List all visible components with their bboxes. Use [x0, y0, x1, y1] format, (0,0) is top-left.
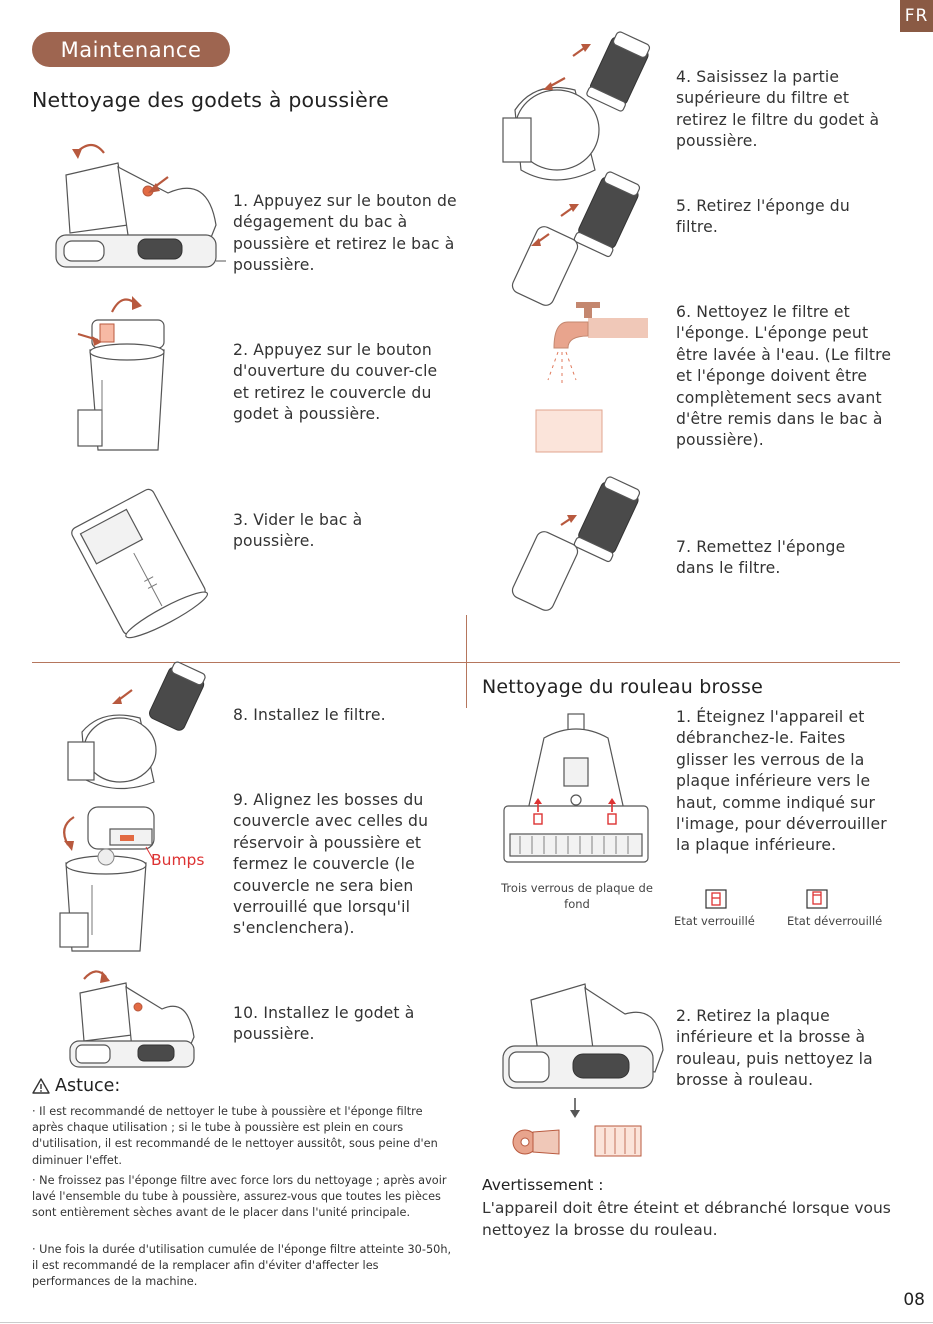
- brush-title: Nettoyage du rouleau brosse: [482, 676, 763, 698]
- bumps-label: Bumps: [151, 851, 205, 869]
- step-10-text: 10. Installez le godet à poussière.: [233, 1004, 415, 1044]
- step-5-text: 5. Retirez l'éponge du filtre.: [676, 197, 850, 237]
- step-4-text: 4. Saisissez la partie supérieure du fil…: [676, 68, 880, 151]
- step-8-text: 8. Installez le filtre.: [233, 706, 386, 724]
- bottom-rule: [0, 1322, 933, 1323]
- tip-item-3: · Une fois la durée d'utilisation cumulé…: [32, 1243, 452, 1289]
- dust-cup-title: Nettoyage des godets à poussière: [32, 88, 389, 112]
- maintenance-section-label: Maintenance: [32, 32, 230, 67]
- step-7-illustration: [511, 476, 641, 611]
- step-4-illustration: [502, 31, 651, 181]
- step-9-illustration: [59, 806, 155, 952]
- step-10-illustration: [69, 970, 195, 1068]
- step-7-text: 7. Remettez l'éponge dans le filtre.: [676, 538, 846, 578]
- locked-state-label: Etat verrouillé: [674, 914, 755, 928]
- brush-step-2-text: 2. Retirez la plaque inférieure et la br…: [676, 1007, 873, 1090]
- tip-item-1: · Il est recommandé de nettoyer le tube …: [32, 1105, 438, 1167]
- tip-header: Astuce:: [32, 1076, 120, 1096]
- step-2-illustration: [77, 296, 165, 451]
- step-6-illustration: [535, 302, 648, 453]
- tip-item-2: · Ne froissez pas l'éponge filtre avec f…: [32, 1174, 447, 1220]
- brush-roller-removal-illustration: [502, 983, 664, 1157]
- step-2-text: 2. Appuyez sur le bouton d'ouverture du …: [233, 341, 438, 424]
- step-3-illustration: [71, 488, 209, 639]
- page-number: 08: [903, 1290, 925, 1310]
- warning-text: L'appareil doit être éteint et débranché…: [482, 1199, 891, 1239]
- step-8-illustration: [67, 661, 206, 790]
- locked-state-icon: [705, 889, 727, 909]
- unlocked-state-label: Etat déverrouillé: [787, 914, 883, 928]
- unlocked-state-icon: [806, 889, 828, 909]
- language-tab: FR: [900, 0, 933, 32]
- step-1-illustration: [55, 143, 226, 268]
- warning-icon: [32, 1078, 50, 1094]
- step-5-illustration: [511, 171, 641, 306]
- tip-title: Astuce:: [55, 1076, 121, 1096]
- brush-caption: Trois verrous de plaque de fond: [501, 881, 653, 911]
- step-6-text: 6. Nettoyez le filtre et l'éponge. L'épo…: [676, 303, 892, 450]
- brush-head-bottom-illustration: [503, 713, 649, 863]
- step-9-text: 9. Alignez les bosses du couvercle avec …: [233, 791, 429, 938]
- brush-step-1-text: 1. Éteignez l'appareil et débranchez-le.…: [676, 708, 887, 855]
- step-3-text: 3. Vider le bac à poussière.: [233, 511, 363, 551]
- step-1-text: 1. Appuyez sur le bouton de dégagement d…: [233, 192, 457, 275]
- warning-title: Avertissement :: [482, 1176, 604, 1194]
- column-divider: [466, 615, 467, 708]
